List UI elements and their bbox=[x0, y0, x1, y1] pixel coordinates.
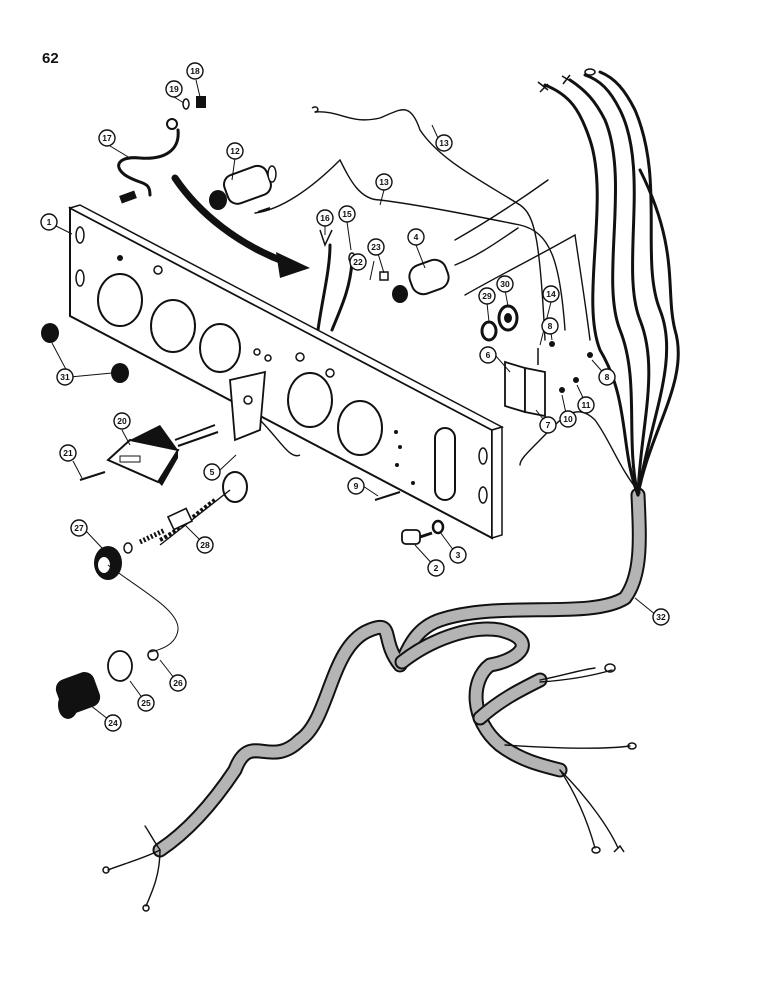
callout-31: 31 bbox=[56, 368, 74, 386]
regulator-20 bbox=[106, 424, 219, 486]
wire-13 bbox=[254, 109, 591, 341]
callout-18: 18 bbox=[186, 62, 204, 80]
svg-text:20: 20 bbox=[117, 416, 127, 426]
callout-23: 23 bbox=[367, 238, 385, 256]
svg-text:7: 7 bbox=[546, 420, 551, 430]
callout-10: 10 bbox=[559, 410, 577, 428]
svg-text:17: 17 bbox=[102, 133, 112, 143]
svg-text:29: 29 bbox=[482, 291, 492, 301]
svg-text:16: 16 bbox=[320, 213, 330, 223]
callout-27: 27 bbox=[70, 519, 88, 537]
svg-text:13: 13 bbox=[379, 177, 389, 187]
knob-27 bbox=[94, 546, 122, 580]
svg-text:24: 24 bbox=[108, 718, 118, 728]
callout-1: 1 bbox=[40, 213, 58, 231]
instrument-panel bbox=[68, 204, 504, 540]
svg-text:22: 22 bbox=[353, 257, 363, 267]
callout-21: 21 bbox=[59, 444, 77, 462]
svg-text:1: 1 bbox=[47, 217, 52, 227]
svg-text:11: 11 bbox=[582, 400, 591, 410]
callout-26: 26 bbox=[169, 674, 187, 692]
svg-text:31: 31 bbox=[60, 372, 70, 382]
svg-text:12: 12 bbox=[230, 146, 240, 156]
callout-15: 15 bbox=[338, 205, 356, 223]
callout-19: 19 bbox=[165, 80, 183, 98]
callout-13a: 13 bbox=[435, 134, 453, 152]
light-switch bbox=[123, 471, 248, 554]
svg-text:26: 26 bbox=[173, 678, 183, 688]
svg-text:19: 19 bbox=[169, 84, 179, 94]
bolts-fasteners bbox=[79, 96, 445, 545]
svg-text:32: 32 bbox=[656, 612, 666, 622]
harness-breakout-wires bbox=[107, 667, 631, 907]
svg-text:23: 23 bbox=[371, 242, 381, 252]
lamp-assembly bbox=[55, 564, 179, 719]
svg-text:28: 28 bbox=[200, 540, 210, 550]
svg-text:10: 10 bbox=[563, 414, 573, 424]
gauge-sender bbox=[379, 258, 450, 303]
circuit-breaker bbox=[504, 341, 593, 418]
callout-3: 3 bbox=[449, 546, 467, 564]
callout-5: 5 bbox=[203, 463, 221, 481]
callout-28: 28 bbox=[196, 536, 214, 554]
svg-text:15: 15 bbox=[342, 209, 352, 219]
callout-22: 22 bbox=[349, 253, 367, 271]
wire-bundle-upper bbox=[519, 70, 680, 497]
svg-text:8: 8 bbox=[548, 321, 553, 331]
callout-4: 4 bbox=[407, 228, 425, 246]
knobs-31 bbox=[41, 323, 129, 383]
svg-text:25: 25 bbox=[141, 698, 151, 708]
wire-terminals bbox=[102, 68, 637, 912]
callout-11: 11 bbox=[577, 396, 595, 414]
direction-arrow bbox=[171, 174, 310, 278]
callout-24: 24 bbox=[104, 714, 122, 732]
svg-text:3: 3 bbox=[456, 550, 461, 560]
callout-2: 2 bbox=[427, 559, 445, 577]
callout-30: 30 bbox=[496, 275, 514, 293]
svg-text:2: 2 bbox=[434, 563, 439, 573]
svg-text:4: 4 bbox=[414, 232, 419, 242]
callout-13b: 13 bbox=[375, 173, 393, 191]
wires-15-16 bbox=[316, 243, 354, 332]
callout-16: 16 bbox=[316, 209, 334, 227]
callout-14: 14 bbox=[542, 285, 560, 303]
svg-text:27: 27 bbox=[74, 523, 84, 533]
svg-text:13: 13 bbox=[439, 138, 449, 148]
callout-25: 25 bbox=[137, 694, 155, 712]
svg-text:14: 14 bbox=[546, 289, 556, 299]
callout-6: 6 bbox=[479, 346, 497, 364]
callout-7: 7 bbox=[539, 416, 557, 434]
wire-17 bbox=[117, 118, 180, 204]
svg-text:30: 30 bbox=[500, 279, 510, 289]
ignition-switch bbox=[209, 164, 277, 210]
callout-17: 17 bbox=[98, 129, 116, 147]
callout-29: 29 bbox=[478, 287, 496, 305]
svg-text:5: 5 bbox=[210, 467, 215, 477]
wiring-harness bbox=[152, 487, 647, 858]
callout-12: 12 bbox=[226, 142, 244, 160]
callout-9: 9 bbox=[347, 477, 365, 495]
washers-29-30 bbox=[480, 304, 519, 342]
page-number: 62 bbox=[42, 50, 59, 67]
svg-text:21: 21 bbox=[63, 448, 73, 458]
bracket-5 bbox=[229, 370, 301, 457]
svg-text:9: 9 bbox=[354, 481, 359, 491]
svg-text:8: 8 bbox=[605, 372, 610, 382]
svg-text:18: 18 bbox=[190, 66, 200, 76]
callout-8b: 8 bbox=[598, 368, 616, 386]
callout-32: 32 bbox=[652, 608, 670, 626]
svg-text:6: 6 bbox=[486, 350, 491, 360]
callout-8a: 8 bbox=[541, 317, 559, 335]
callout-20: 20 bbox=[113, 412, 131, 430]
